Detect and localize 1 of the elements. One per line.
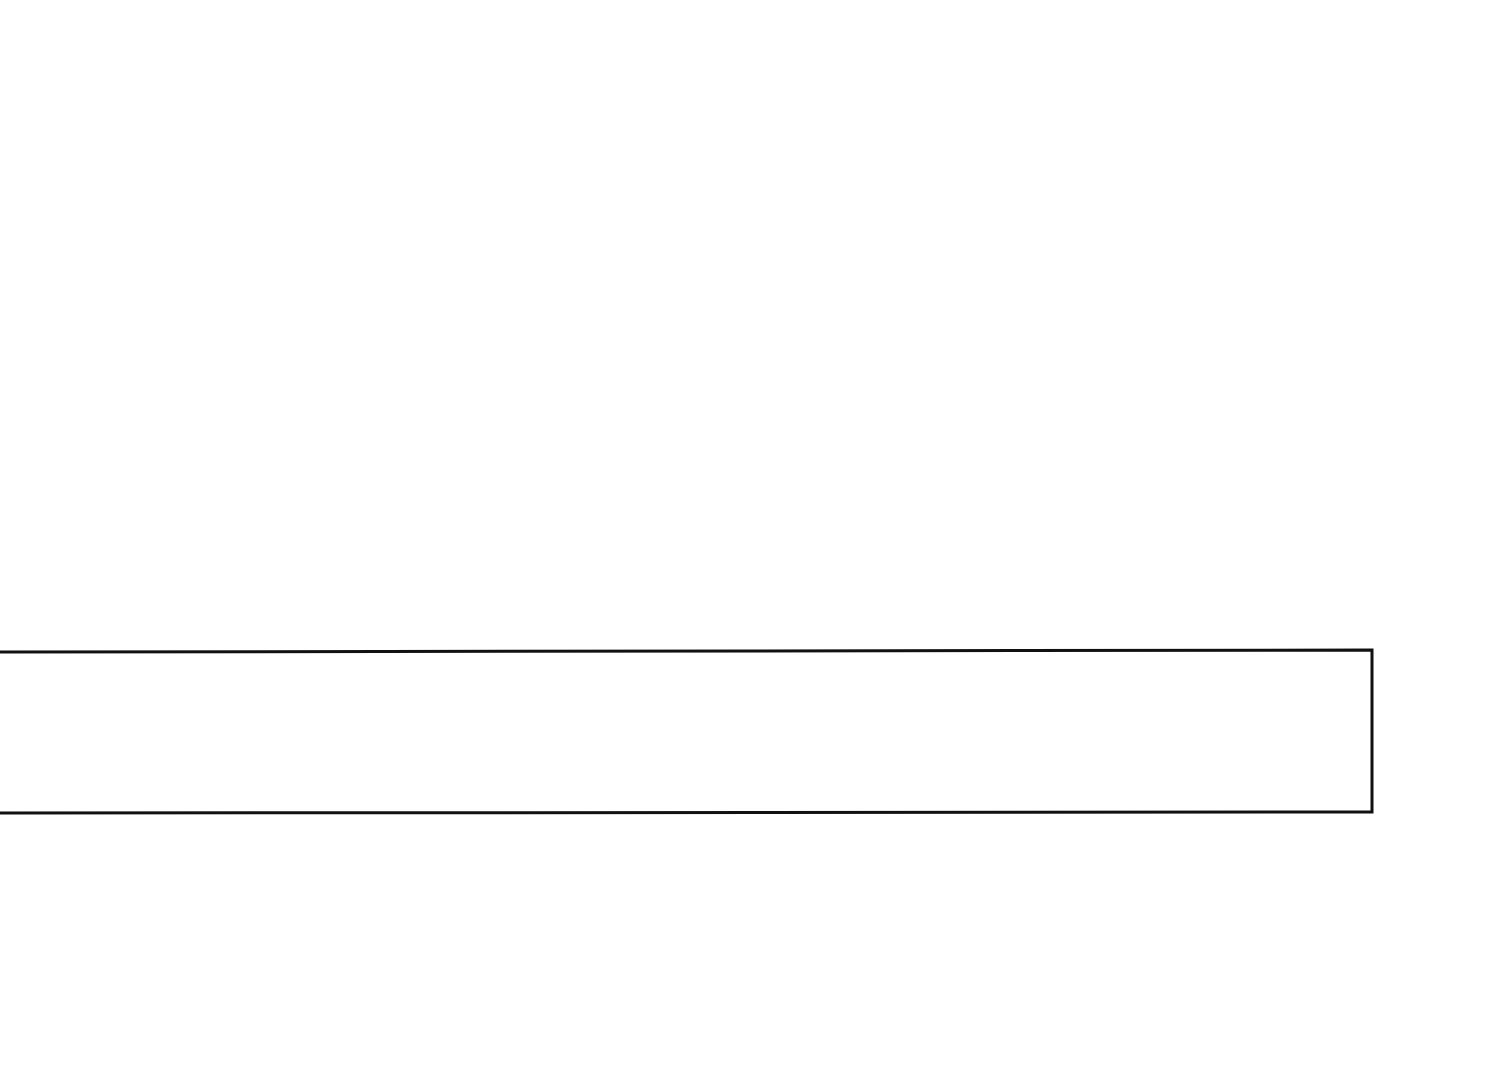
empty-box [0, 649, 1374, 814]
